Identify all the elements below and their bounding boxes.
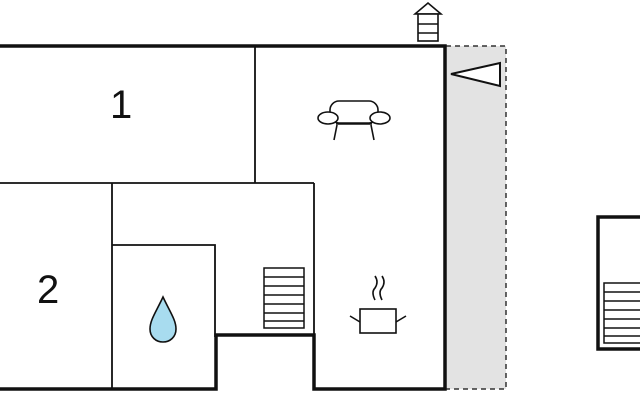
terrace-dashed-outline [446,45,507,390]
terrace-area [446,46,506,389]
cooking-pot-icon [349,275,407,334]
water-drop-icon [149,295,177,343]
room-2-label: 2 [37,268,59,312]
stairs-icon [263,267,305,329]
adjacent-building [596,215,640,351]
stairs-icon [603,282,640,344]
entrance-arrow-icon [450,61,501,88]
sofa-icon [317,100,391,141]
room-1-label: 1 [110,83,132,127]
outer-wall [0,44,447,391]
interior-walls [0,46,315,389]
chimney-icon [412,1,444,42]
